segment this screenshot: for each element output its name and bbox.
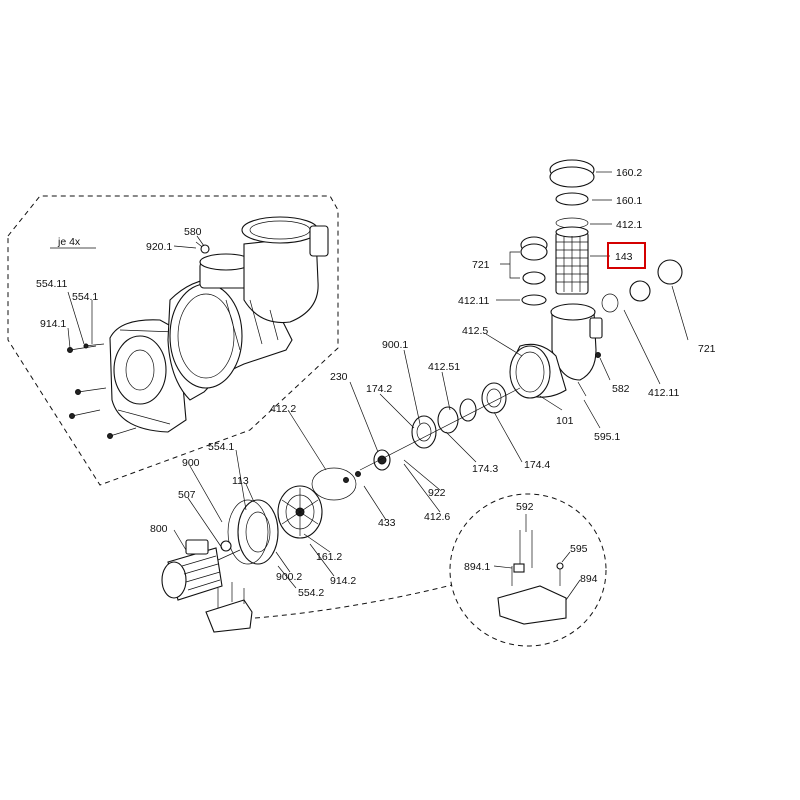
label-900-1: 900.1 bbox=[382, 339, 408, 351]
highlight-box-143 bbox=[607, 242, 646, 269]
impeller-161-2 bbox=[277, 485, 323, 539]
seal-plate-113 bbox=[227, 499, 279, 565]
label-160-2: 160.2 bbox=[616, 167, 642, 179]
label-595-1: 595.1 bbox=[594, 431, 620, 443]
label-554-1-top: 554.1 bbox=[72, 291, 98, 303]
label-582: 582 bbox=[612, 383, 630, 395]
label-580: 580 bbox=[184, 226, 202, 238]
label-900-2: 900.2 bbox=[276, 571, 302, 583]
pump-housing-detail bbox=[67, 216, 329, 439]
label-412-11-left: 412.11 bbox=[458, 295, 489, 307]
detail-boundary-housing bbox=[7, 195, 339, 486]
label-230: 230 bbox=[330, 371, 348, 383]
label-161-2: 161.2 bbox=[316, 551, 342, 563]
label-894-1: 894.1 bbox=[464, 561, 490, 573]
label-914-2: 914.2 bbox=[330, 575, 356, 587]
label-914-1: 914.1 bbox=[40, 318, 66, 330]
pump-housing-101 bbox=[509, 303, 603, 399]
label-412-2: 412.2 bbox=[270, 403, 296, 415]
seal-stack bbox=[311, 382, 521, 501]
label-922: 922 bbox=[428, 487, 446, 499]
motor-800 bbox=[161, 539, 241, 601]
label-412-51: 412.51 bbox=[428, 361, 460, 373]
strainer-lid-assembly bbox=[520, 159, 683, 313]
label-412-1: 412.1 bbox=[616, 219, 642, 231]
leader-lines bbox=[67, 171, 689, 601]
label-721-right: 721 bbox=[698, 343, 716, 355]
label-894: 894 bbox=[580, 573, 598, 585]
label-507: 507 bbox=[178, 489, 196, 501]
label-592: 592 bbox=[516, 501, 534, 513]
part-labels: je 4x 920.1 580 554.11 554.1 914.1 160.2… bbox=[36, 167, 716, 599]
label-900: 900 bbox=[182, 457, 200, 469]
label-412-6: 412.6 bbox=[424, 511, 450, 523]
motor-foot-small bbox=[205, 582, 253, 633]
detail-connector-line bbox=[254, 584, 453, 619]
label-433: 433 bbox=[378, 517, 396, 529]
label-174-4: 174.4 bbox=[524, 459, 550, 471]
label-595: 595 bbox=[570, 543, 588, 555]
label-554-1-mid: 554.1 bbox=[208, 441, 234, 453]
strainer-basket-143 bbox=[555, 226, 589, 295]
label-721-left: 721 bbox=[472, 259, 490, 271]
label-412-11-right: 412.11 bbox=[648, 387, 679, 399]
label-920-1: 920.1 bbox=[146, 241, 172, 253]
label-554-2: 554.2 bbox=[298, 587, 324, 599]
label-160-1: 160.1 bbox=[616, 195, 642, 207]
label-174-2: 174.2 bbox=[366, 383, 392, 395]
label-554-11: 554.11 bbox=[36, 278, 67, 290]
label-800: 800 bbox=[150, 523, 168, 535]
foot-detail-894 bbox=[497, 530, 567, 625]
detail-boundary-foot bbox=[449, 493, 607, 647]
label-143: 143 bbox=[615, 251, 633, 263]
label-101: 101 bbox=[556, 415, 574, 427]
note-je-4x: je 4x bbox=[57, 236, 81, 248]
label-113: 113 bbox=[232, 475, 249, 487]
label-174-3: 174.3 bbox=[472, 463, 498, 475]
label-412-5: 412.5 bbox=[462, 325, 488, 337]
